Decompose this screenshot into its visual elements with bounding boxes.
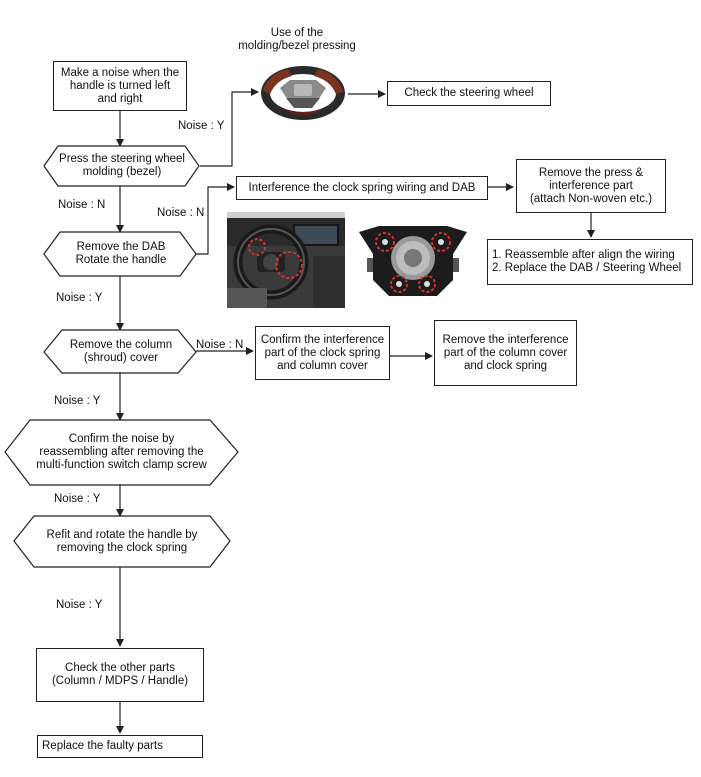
node-text: reassembling after removing the — [39, 446, 204, 458]
node-text: removing the clock spring — [56, 541, 188, 554]
remove-column-shape — [43, 329, 197, 374]
node-text: (attach Non-woven etc.) — [529, 192, 653, 205]
check-wheel-node: Check the steering wheel — [387, 81, 551, 106]
node-text: part of the clock spring — [264, 346, 381, 359]
node-text: Make a noise when the — [60, 66, 180, 79]
node-text: Press the steering wheel — [59, 153, 185, 165]
remove-dab-node: Remove the DAB Rotate the handle — [54, 234, 188, 274]
edge-label-noise-n: Noise : N — [157, 207, 205, 219]
press-molding-node: Press the steering wheel molding (bezel) — [50, 148, 194, 184]
press-molding-shape — [43, 145, 200, 187]
node-text: Remove the interference — [442, 333, 569, 346]
node-text: Check the other parts — [65, 662, 175, 674]
edge-label-noise-n: Noise : N — [58, 199, 106, 211]
confirm-noise-shape — [4, 419, 239, 486]
edge-label-noise-n: Noise : N — [196, 339, 244, 351]
node-text: 2. Replace the DAB / Steering Wheel — [492, 262, 682, 274]
node-text: Replace the faulty parts — [42, 740, 163, 752]
node-text: interference part — [549, 179, 633, 192]
replace-faulty-node: Replace the faulty parts — [37, 735, 203, 758]
node-text: Remove the press & — [538, 166, 644, 179]
node-text: Confirm the noise by — [68, 433, 175, 445]
edge-label-noise-y: Noise : Y — [54, 395, 101, 407]
edge-label-noise-y: Noise : Y — [56, 599, 103, 611]
node-text: and right — [97, 92, 143, 105]
node-text: (shroud) cover — [83, 352, 159, 364]
node-text: molding (bezel) — [82, 166, 162, 178]
node-text: 1. Reassemble after align the wiring — [492, 249, 675, 261]
node-text: multi-function switch clamp screw — [36, 459, 207, 471]
edge-label-noise-y: Noise : Y — [178, 120, 225, 132]
steering-wheel-photo — [261, 66, 345, 120]
edge-label-noise-y: Noise : Y — [54, 493, 101, 505]
confirm-interference-node: Confirm the interference part of the clo… — [255, 326, 390, 380]
node-text: Remove the DAB — [76, 241, 166, 253]
remove-dab-shape — [43, 231, 197, 277]
node-text: Rotate the handle — [75, 254, 167, 266]
refit-rotate-shape — [13, 515, 231, 568]
edge-label-noise-y: Noise : Y — [56, 292, 103, 304]
reassemble-node: 1. Reassemble after align the wiring 2. … — [487, 239, 693, 285]
use-molding-caption: Use of the molding/bezel pressing — [222, 27, 372, 53]
airbag-module-photo — [359, 226, 467, 296]
node-text: and column cover — [277, 359, 368, 372]
confirm-noise-node: Confirm the noise by reassembling after … — [14, 423, 229, 482]
node-text: Interference the clock spring wiring and… — [248, 181, 476, 194]
node-text: Check the steering wheel — [404, 87, 534, 99]
remove-interference-node: Remove the interference part of the colu… — [434, 320, 577, 386]
start-node: Make a noise when the handle is turned l… — [53, 61, 187, 111]
refit-rotate-node: Refit and rotate the handle by removing … — [24, 519, 220, 564]
node-text: part of the column cover — [443, 346, 568, 359]
dashboard-photo — [227, 212, 345, 308]
node-text: (Column / MDPS / Handle) — [51, 675, 189, 687]
node-text: handle is turned left — [69, 79, 171, 92]
node-text: Remove the column — [69, 339, 173, 351]
interference-dab-node: Interference the clock spring wiring and… — [236, 176, 488, 200]
remove-press-node: Remove the press & interference part (at… — [516, 159, 666, 213]
node-text: Confirm the interference — [260, 333, 385, 346]
node-text: and clock spring — [463, 359, 548, 372]
node-text: molding/bezel pressing — [238, 40, 356, 52]
remove-column-node: Remove the column (shroud) cover — [54, 332, 188, 372]
node-text: Use of the — [270, 27, 324, 39]
check-other-node: Check the other parts (Column / MDPS / H… — [36, 648, 204, 702]
node-text: Refit and rotate the handle by — [46, 528, 198, 541]
